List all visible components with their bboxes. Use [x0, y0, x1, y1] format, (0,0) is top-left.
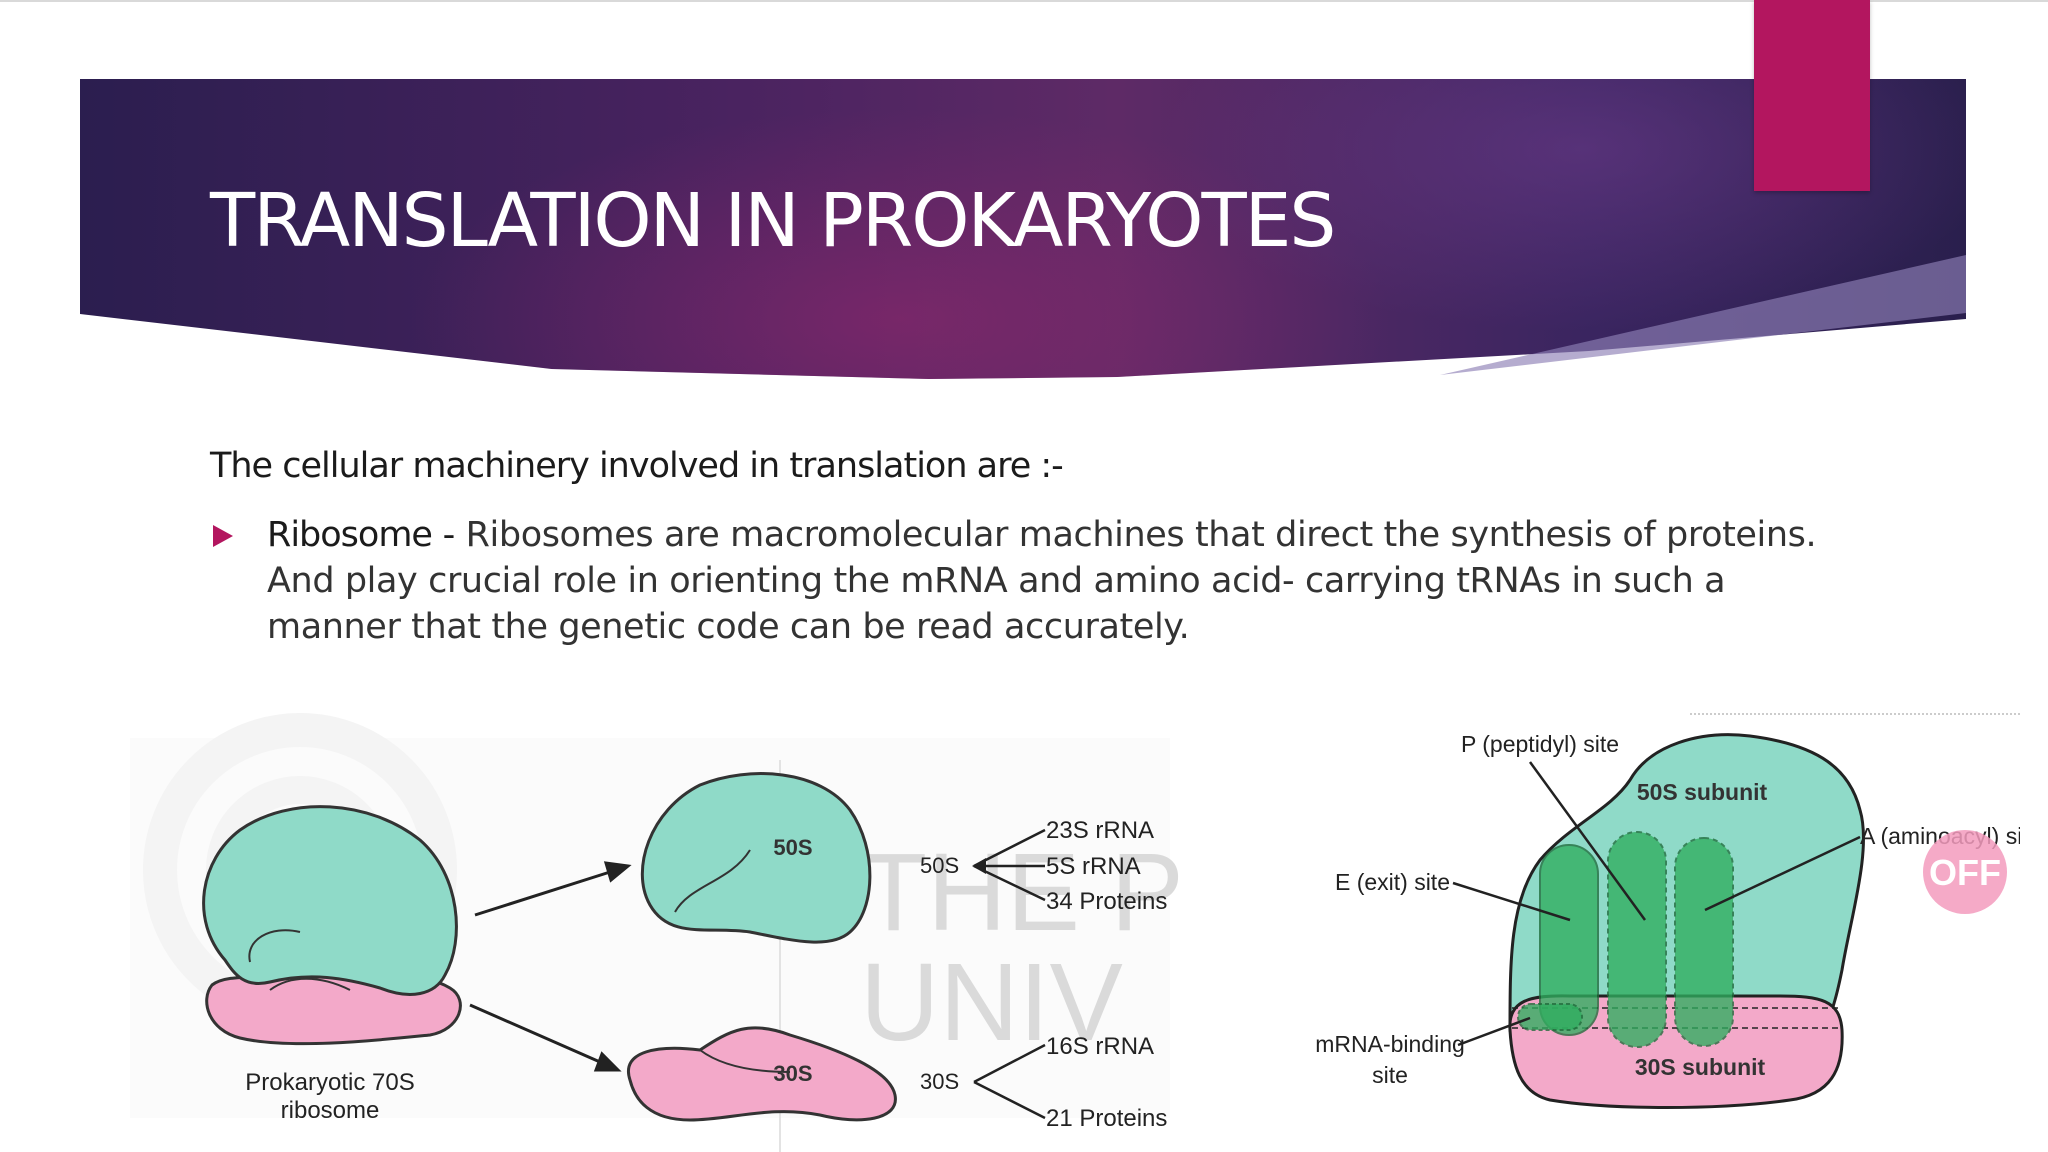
- ribosome-diagram: THE P UNIV Prokaryotic 70S ribosome 50S: [130, 713, 2020, 1152]
- large-subunit-label: 50S: [773, 835, 812, 860]
- component-5s: 5S rRNA: [1046, 853, 1141, 880]
- bullet-body: Ribosomes are macromolecular machines th…: [267, 515, 1817, 647]
- intro-text: The cellular machinery involved in trans…: [210, 446, 1064, 486]
- component-16s: 16S rRNA: [1046, 1033, 1154, 1060]
- watermark-line-1: THE P: [860, 831, 1184, 954]
- bullet-list: Ribosome - Ribosomes are macromolecular …: [210, 512, 1830, 650]
- small-subunit-site-label: 30S subunit: [1635, 1054, 1766, 1080]
- off-badge: [1923, 830, 2007, 914]
- watermark: THE P UNIV: [130, 713, 1184, 1118]
- bullet-arrow-icon: [213, 525, 233, 547]
- component-23s: 23S rRNA: [1046, 817, 1154, 844]
- top-border: [0, 0, 2048, 2]
- subunit-30s: 30S: [626, 1026, 897, 1122]
- accent-tab: [1754, 0, 1870, 191]
- large-components-label: 50S: [920, 853, 959, 878]
- large-subunit-components: 50S 23S rRNA 5S rRNA 34 Proteins: [920, 817, 1167, 915]
- mrna-site-label-line1: mRNA-binding: [1315, 1031, 1465, 1057]
- component-21-proteins: 21 Proteins: [1046, 1105, 1167, 1132]
- bullet-separator: -: [431, 515, 466, 555]
- bullet-item: Ribosome - Ribosomes are macromolecular …: [210, 512, 1830, 650]
- bullet-term: Ribosome: [267, 515, 433, 555]
- ribosome-figure: THE P UNIV Prokaryotic 70S ribosome 50S: [130, 700, 2020, 1152]
- ribosome-label-line1: Prokaryotic 70S: [245, 1069, 414, 1096]
- off-badge-text: OFF: [1929, 852, 2001, 893]
- small-components-label: 30S: [920, 1069, 959, 1094]
- watermark-line-2: UNIV: [860, 941, 1123, 1064]
- subunit-50s: 50S: [640, 772, 872, 944]
- component-34-proteins: 34 Proteins: [1046, 888, 1167, 915]
- small-subunit-components: 30S 16S rRNA 21 Proteins: [920, 1033, 1167, 1132]
- p-site-label: P (peptidyl) site: [1461, 731, 1619, 757]
- large-subunit-site-label: 50S subunit: [1637, 779, 1768, 805]
- banner-sheen: [1440, 255, 1966, 375]
- ribosome-sites-diagram: 50S subunit 30S subunit P (peptidyl) sit…: [1315, 713, 2020, 1109]
- mrna-site-label-line2: site: [1372, 1062, 1408, 1088]
- small-subunit-label: 30S: [773, 1061, 812, 1086]
- e-site-label: E (exit) site: [1335, 869, 1450, 895]
- ribosome-70s: Prokaryotic 70S ribosome: [202, 805, 462, 1124]
- split-arrows: [469, 861, 632, 1072]
- ribosome-label-line2: ribosome: [281, 1097, 380, 1124]
- slide-title: TRANSLATION IN PROKARYOTES: [210, 178, 1336, 264]
